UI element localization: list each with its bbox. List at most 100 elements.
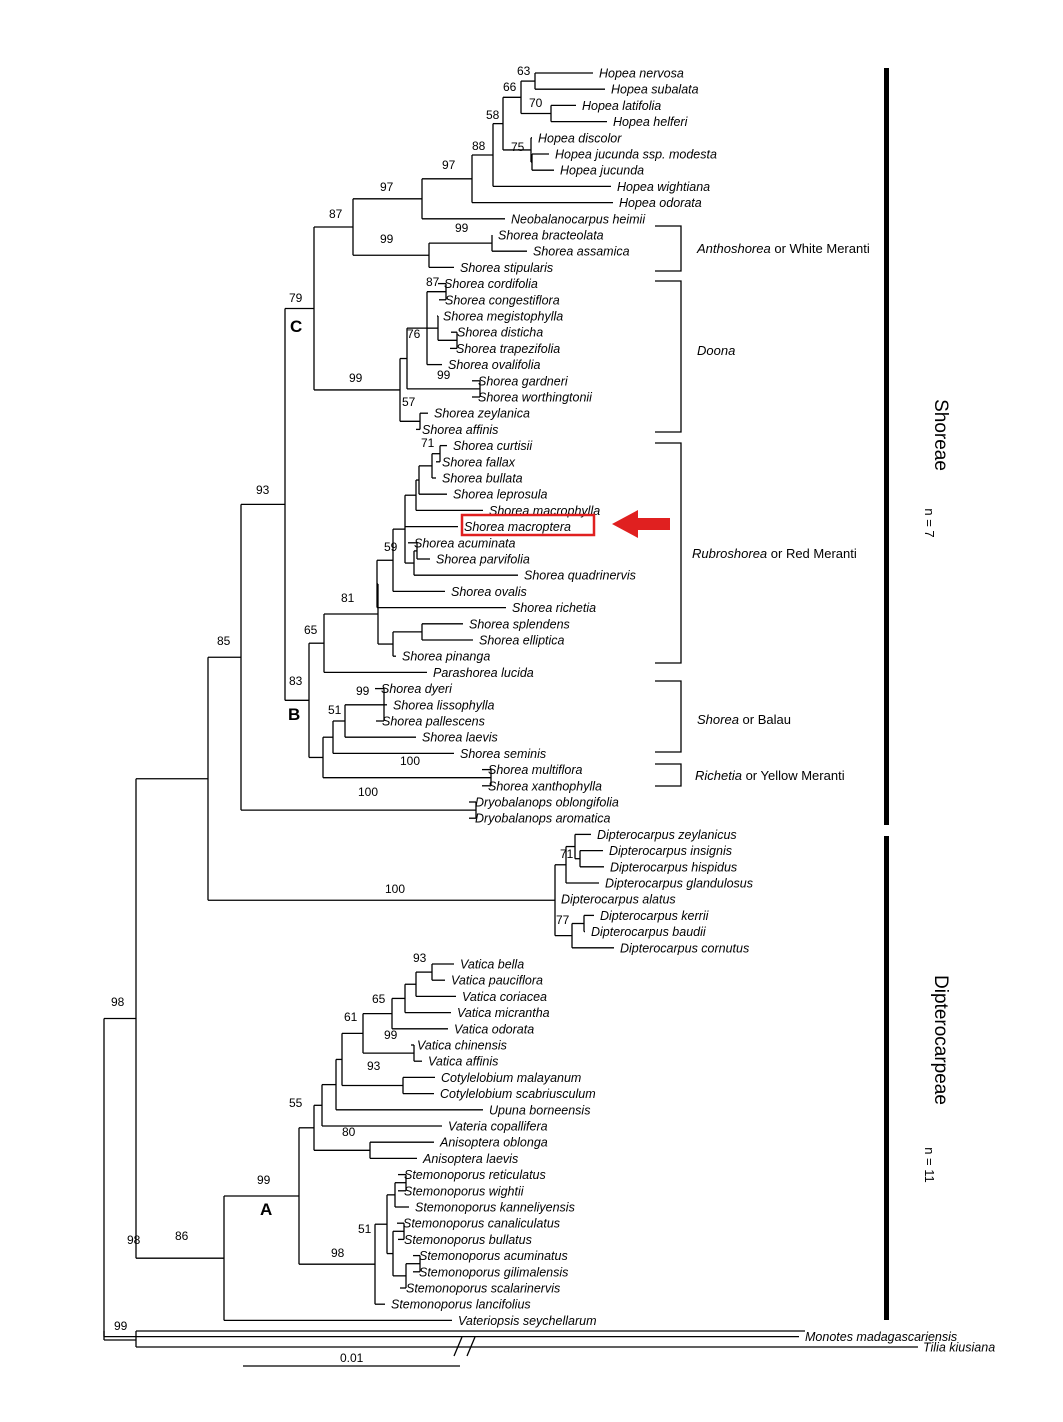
taxon-label: Shorea disticha [457,326,543,340]
taxon-label: Stemonoporus reticulatus [404,1168,546,1182]
taxon-label: Shorea splendens [469,617,570,631]
taxon-label: Hopea nervosa [599,67,684,81]
taxon-label: Vateriopsis seychellarum [458,1314,596,1328]
support-value: 99 [455,221,469,235]
taxon-label: Stemonoporus scalarinervis [406,1282,560,1296]
taxon-label: Upuna borneensis [489,1103,590,1117]
group-label-italic: Doona [697,343,735,358]
support-value: 57 [402,395,416,409]
taxon-label: Shorea parvifolia [436,553,530,567]
group-bracket [655,680,682,753]
taxon-label: Shorea bracteolata [498,229,604,243]
support-value: 51 [328,703,342,717]
support-value: 100 [400,754,420,768]
taxon-label: Dipterocarpus cornutus [620,941,749,955]
taxon-label: Stemonoporus lancifolius [391,1298,531,1312]
support-value: 93 [256,483,270,497]
taxon-label: Neobalanocarpus heimii [511,212,646,226]
group-bracket [655,225,682,272]
taxon-label: Hopea wightiana [617,180,710,194]
taxon-label: Shorea richetia [512,601,596,615]
support-value: 99 [349,371,363,385]
taxon-label: Dryobalanops aromatica [475,812,611,826]
taxon-label: Shorea leprosula [453,488,548,502]
taxon-label: Hopea odorata [619,196,702,210]
group-label-italic: Anthoshorea [696,241,771,256]
tribe-name: Dipterocarpeae [930,975,951,1105]
taxon-label: Vatica coriacea [462,990,547,1004]
support-value: 99 [384,1028,398,1042]
scale-break-mark [453,1336,463,1357]
support-value: 65 [372,992,386,1006]
taxon-label: Anisoptera oblonga [439,1136,548,1150]
support-value: 65 [304,623,318,637]
clade-letter: A [260,1200,272,1219]
group-label: Anthoshorea or White Meranti [696,241,870,256]
taxon-label: Dipterocarpus hispidus [610,860,737,874]
support-value: 99 [114,1319,128,1333]
support-value: 87 [329,207,343,221]
support-value: 71 [421,436,435,450]
group-label-rest: or Yellow Meranti [742,768,845,783]
support-value: 100 [358,785,378,799]
support-value: 87 [426,275,440,289]
group-label: Rubroshorea or Red Meranti [692,546,857,561]
taxon-label: Shorea curtisii [453,439,533,453]
support-value: 75 [511,140,525,154]
taxon-label: Shorea elliptica [479,634,565,648]
support-value: 98 [331,1246,345,1260]
support-value: 83 [289,674,303,688]
taxon-label: Shorea affinis [422,423,498,437]
taxon-label: Shorea gardneri [478,374,569,388]
support-value: 59 [384,540,398,554]
red-left-arrow-icon [612,510,670,538]
support-value: 71 [560,847,574,861]
chromosome-count: n = 11 [922,1147,937,1183]
group-label-italic: Richetia [695,768,742,783]
support-value: 99 [356,684,370,698]
taxon-label: Vatica chinensis [417,1039,507,1053]
group-label: Richetia or Yellow Meranti [695,768,845,783]
taxon-label: Vateria copallifera [448,1120,548,1134]
taxon-label: Dipterocarpus kerrii [600,909,710,923]
taxon-label: Shorea bullata [442,472,523,486]
support-value: 70 [529,96,543,110]
taxon-label: Shorea megistophylla [443,310,563,324]
taxon-label: Shorea dyeri [381,682,453,696]
taxon-label: Shorea congestiflora [445,293,560,307]
taxon-label: Shorea pallescens [382,715,485,729]
support-value: 81 [341,591,355,605]
support-value: 93 [367,1059,381,1073]
support-value: 80 [342,1125,356,1139]
support-value: 86 [175,1229,189,1243]
support-value: 63 [517,64,531,78]
group-label-italic: Shorea [697,712,739,727]
taxon-label: Vatica pauciflora [451,974,543,988]
taxon-label: Shorea seminis [460,747,546,761]
taxon-label: Dryobalanops oblongifolia [475,796,619,810]
support-value: 66 [503,80,517,94]
group-label: Doona [697,343,735,358]
taxon-label: Shorea pinanga [402,650,490,664]
support-value: 97 [442,158,456,172]
taxon-label: Parashorea lucida [433,666,534,680]
taxon-label: Shorea cordifolia [444,277,538,291]
support-value: 79 [289,291,303,305]
taxon-label: Shorea macroptera [464,520,571,534]
group-label-rest: or White Meranti [771,241,870,256]
taxon-label: Stemonoporus bullatus [404,1233,532,1247]
taxon-label: Stemonoporus kanneliyensis [415,1201,575,1215]
scale-break-mark [466,1336,476,1357]
taxon-label: Shorea multiflora [488,763,583,777]
support-value: 98 [111,995,125,1009]
taxon-label: Shorea fallax [442,455,516,469]
taxon-label: Vatica odorata [454,1022,534,1036]
taxon-label: Shorea ovalifolia [448,358,540,372]
taxon-label: Dipterocarpus baudii [591,925,707,939]
scale-bar-label: 0.01 [340,1351,364,1365]
support-value: 77 [556,913,570,927]
taxon-label: Hopea helferi [613,115,689,129]
taxon-label: Shorea trapezifolia [456,342,560,356]
